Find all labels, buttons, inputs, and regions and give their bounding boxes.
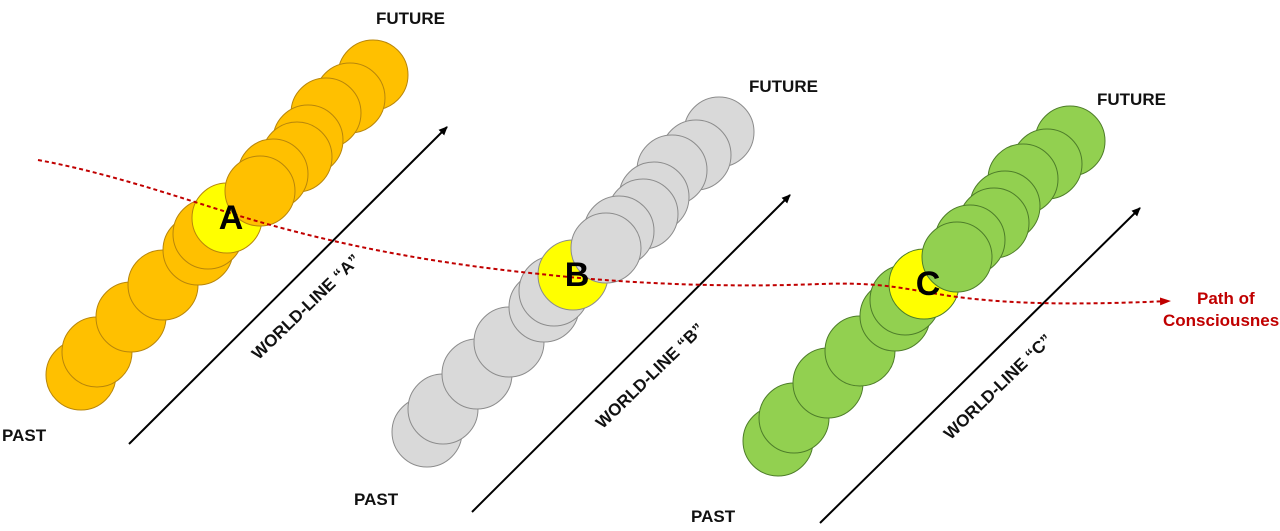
world-line-event-circle	[921, 221, 993, 293]
path-of-consciousness-label: Path of Consciousness	[1163, 288, 1280, 332]
world-line-a-chain	[45, 39, 409, 411]
current-moment-letter-a: A	[219, 199, 244, 237]
future-label-b: FUTURE	[749, 77, 818, 96]
current-moment-letter-c: C	[916, 265, 941, 303]
path-label-line2: Consciousness	[1163, 311, 1280, 330]
past-label-a: PAST	[2, 426, 47, 445]
time-arrow-b	[471, 194, 791, 513]
world-line-event-circle	[570, 212, 642, 284]
future-label-a: FUTURE	[376, 9, 445, 28]
world-line-b-chain	[391, 96, 755, 468]
past-label-b: PAST	[354, 490, 399, 509]
time-arrow-c	[819, 207, 1141, 524]
world-line-event-circle	[224, 155, 296, 227]
world-line-c-chain	[742, 105, 1106, 477]
past-label-c: PAST	[691, 507, 736, 526]
current-moment-letter-b: B	[565, 256, 590, 294]
time-arrow-a	[128, 126, 448, 445]
future-label-c: FUTURE	[1097, 90, 1166, 109]
path-label-line1: Path of	[1197, 289, 1255, 308]
path-of-consciousness-line	[37, 159, 1171, 306]
